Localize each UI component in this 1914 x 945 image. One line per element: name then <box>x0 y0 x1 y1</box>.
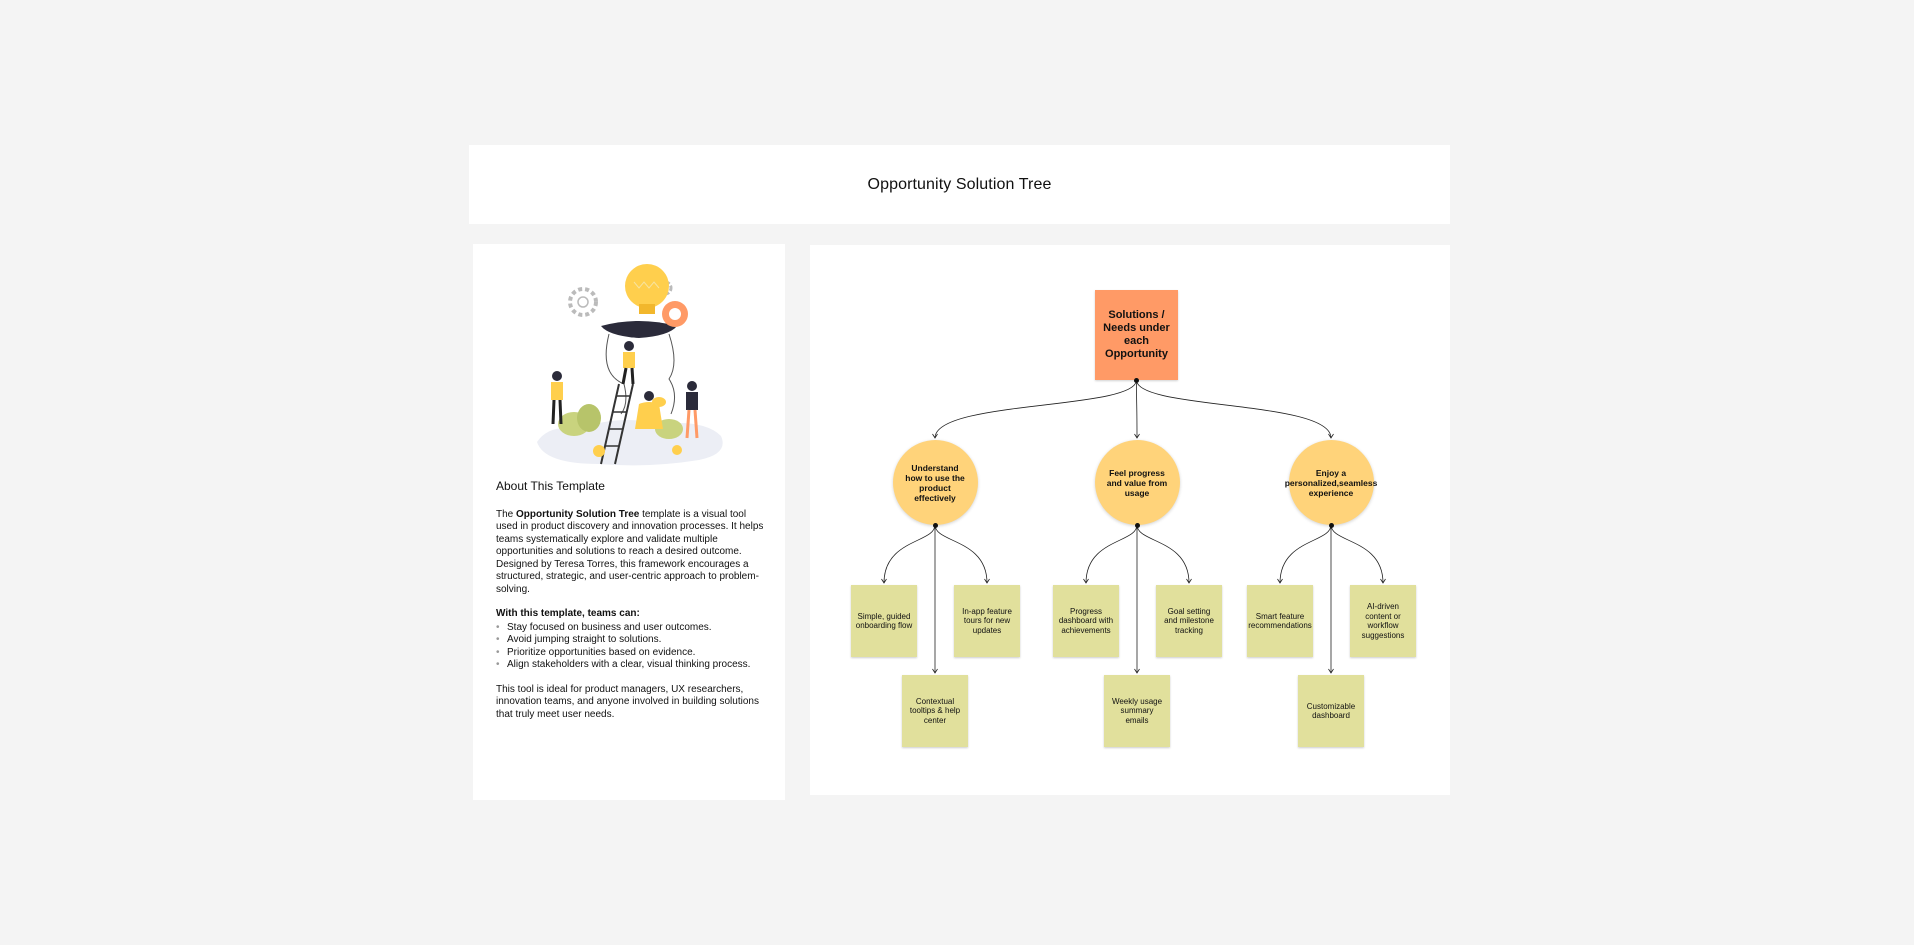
solution-note[interactable]: Customizable dashboard <box>1298 675 1364 747</box>
solution-note[interactable]: Progress dashboard with achievements <box>1053 585 1119 657</box>
list-item: Align stakeholders with a clear, visual … <box>496 659 764 672</box>
solution-note[interactable]: AI-driven content or workflow suggestion… <box>1350 585 1416 657</box>
connector-line <box>1085 524 1138 584</box>
connector-line <box>934 379 1137 439</box>
connector-arrow <box>984 578 990 584</box>
connector-line <box>1136 524 1190 584</box>
connector-arrow <box>1186 578 1192 584</box>
connector-dot <box>1134 522 1140 528</box>
connector-arrow <box>1277 578 1283 584</box>
about-text: About This Template The Opportunity Solu… <box>496 480 764 733</box>
tree-connectors <box>881 379 1386 674</box>
connector-line <box>1136 379 1138 439</box>
connector-line <box>934 524 988 584</box>
opportunity-node-2[interactable]: Feel progress and value from usage <box>1094 440 1180 525</box>
root-node[interactable]: Solutions / Needs under each Opportunity <box>1095 290 1178 380</box>
connector-line <box>1279 524 1332 584</box>
about-intro: The Opportunity Solution Tree template i… <box>496 508 764 595</box>
connector-arrow <box>932 433 938 439</box>
list-item: Avoid jumping straight to solutions. <box>496 634 764 647</box>
about-heading: About This Template <box>496 479 605 493</box>
opportunity-node-1[interactable]: Understand how to use the product effect… <box>892 440 978 525</box>
connector-line <box>1330 524 1384 584</box>
page-title: Opportunity Solution Tree <box>867 175 1052 193</box>
connector-arrow <box>881 578 887 584</box>
ideation-illustration <box>537 264 723 466</box>
solution-note[interactable]: In-app feature tours for new updates <box>954 585 1020 657</box>
connector-arrow <box>1083 578 1089 584</box>
connector-arrow <box>1328 433 1334 439</box>
connector-dot <box>1134 377 1139 383</box>
opportunity-node-3[interactable]: Enjoy a personalized,seamless experience <box>1285 440 1377 525</box>
connector-line <box>1136 379 1332 439</box>
connector-line <box>883 524 936 584</box>
connector-arrow <box>932 668 938 674</box>
connector-arrow <box>1134 668 1140 674</box>
solution-note[interactable]: Weekly usage summary emails <box>1104 675 1170 747</box>
connector-dot <box>1328 522 1334 528</box>
title-card: Opportunity Solution Tree <box>469 145 1450 224</box>
list-item: Stay focused on business and user outcom… <box>496 622 764 635</box>
tree-card: Solutions / Needs under each Opportunity… <box>810 245 1450 795</box>
list-heading: With this template, teams can: <box>496 608 640 619</box>
connector-dot <box>932 522 938 528</box>
solution-note[interactable]: Smart feature recommendations <box>1247 585 1313 657</box>
connector-arrow <box>1380 578 1386 584</box>
about-card: About This Template The Opportunity Solu… <box>473 244 785 800</box>
solution-note[interactable]: Contextual tooltips & help center <box>902 675 968 747</box>
connector-arrow <box>1328 668 1334 674</box>
list-item: Prioritize opportunities based on eviden… <box>496 647 764 660</box>
connector-arrow <box>1134 433 1140 439</box>
about-closing: This tool is ideal for product managers,… <box>496 683 759 720</box>
benefits-list: Stay focused on business and user outcom… <box>496 622 764 672</box>
solution-note[interactable]: Goal setting and milestone tracking <box>1156 585 1222 657</box>
solution-note[interactable]: Simple, guided onboarding flow <box>851 585 917 657</box>
